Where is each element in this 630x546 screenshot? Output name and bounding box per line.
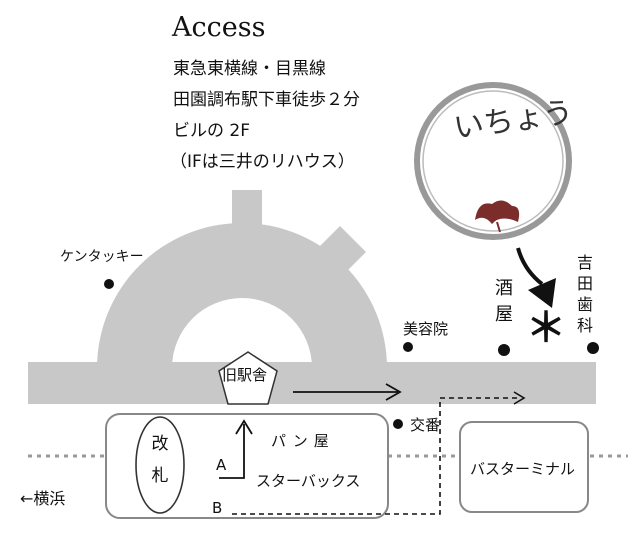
ticket-gate-oval	[135, 416, 185, 514]
starbucks-label: スターバックス	[256, 472, 361, 490]
main-road	[28, 362, 596, 404]
yokohama-direction: ←横浜	[20, 489, 66, 508]
salon-dot	[403, 342, 413, 352]
dental-dot	[587, 342, 599, 354]
salon-label: 美容院	[403, 320, 449, 338]
liquor-label: 酒屋	[495, 278, 513, 325]
route-b-arrowhead	[513, 391, 526, 405]
bus-terminal-label: バスターミナル	[470, 460, 576, 478]
access-line-3: ビルの 2F	[173, 121, 250, 141]
ichou-logo	[414, 82, 572, 240]
route-b-dashed	[232, 397, 520, 515]
old-station-label: 旧駅舎	[222, 366, 268, 384]
bus-terminal-box	[459, 421, 589, 513]
station-plaza	[97, 190, 387, 368]
police-box-label: 交番	[410, 416, 441, 434]
route-a-arrow	[219, 419, 253, 479]
route-arrow-main	[293, 383, 402, 401]
old-station-pentagon	[218, 351, 278, 405]
police-box-dot	[393, 419, 403, 429]
route-a-label: A	[216, 456, 227, 474]
plaza-inner-arch	[172, 298, 312, 368]
access-title: Access	[172, 12, 266, 43]
ginkgo-leaf-icon	[475, 200, 520, 224]
dental-label: 吉田歯科	[576, 253, 593, 335]
access-line-1: 東急東横線・目黒線	[173, 59, 326, 79]
access-line-4: （IFは三井のリハウス）	[170, 152, 355, 172]
bakery-label: パン屋	[271, 432, 335, 450]
destination-arrow	[516, 247, 556, 308]
ticket-gate-label: 改札	[151, 434, 169, 486]
kentucky-dot	[104, 279, 114, 289]
access-line-2: 田園調布駅下車徒歩２分	[173, 90, 360, 110]
route-b-label: B	[212, 499, 223, 517]
liquor-dot	[498, 344, 510, 356]
destination-mark: ＊	[526, 305, 566, 351]
kentucky-label: ケンタッキー	[60, 249, 144, 265]
